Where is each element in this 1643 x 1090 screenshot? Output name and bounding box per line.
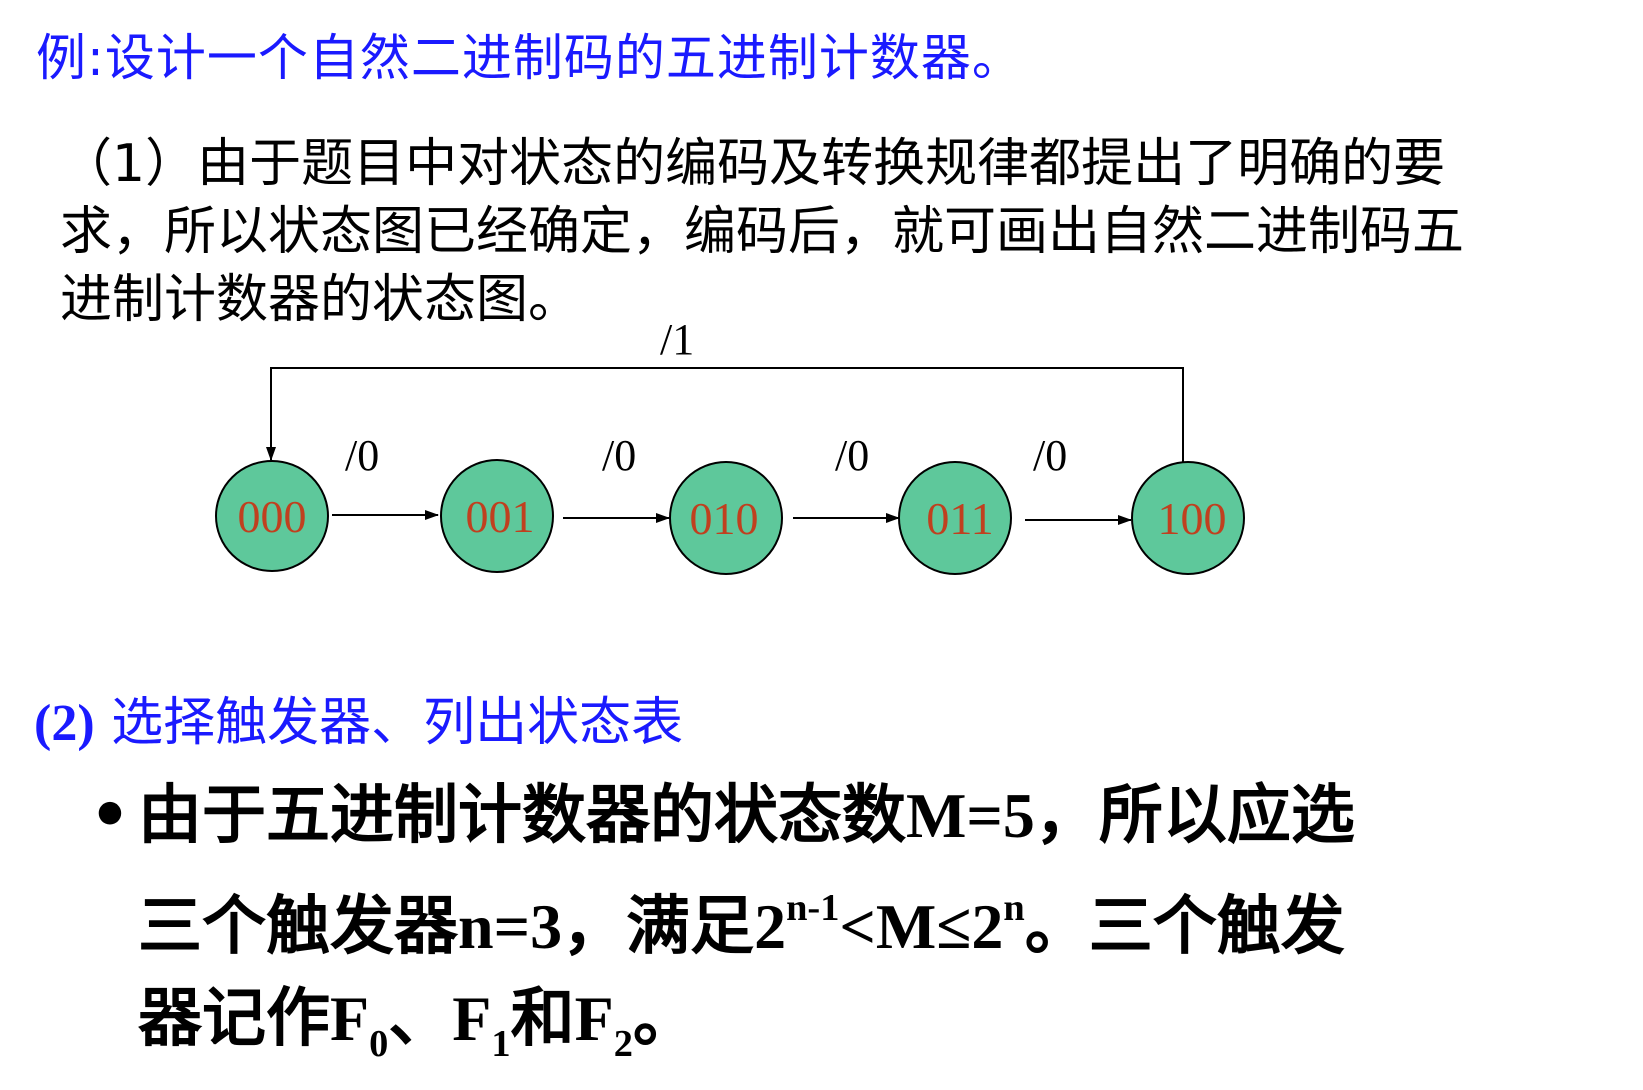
- feedback-arrow: /1: [266, 320, 1184, 463]
- state-label: 100: [1158, 493, 1227, 544]
- state-label: 010: [690, 493, 759, 544]
- step1-paragraph: （1）由于题目中对状态的编码及转换规律都提出了明确的要 求，所以状态图已经确定，…: [60, 130, 1620, 334]
- text: 三个触发器: [138, 890, 458, 964]
- state-label: 000: [238, 491, 307, 542]
- bullet-line-1: 由于五进制计数器的状态数M=5，所以应选: [138, 770, 1620, 862]
- formula-base: 2: [754, 891, 787, 962]
- formula-n: n=3: [458, 891, 563, 962]
- state-000: 000: [215, 460, 329, 572]
- flipflop-f2: F: [574, 983, 614, 1054]
- bullet-item: • 由于五进制计数器的状态数M=5，所以应选 三个触发器n=3，满足2n-1<M…: [80, 770, 1620, 1090]
- state-010: 010: [669, 461, 783, 575]
- text: 由于五进制计数器的状态数: [138, 779, 906, 853]
- subscript: 1: [491, 1023, 511, 1065]
- step1-line: 求，所以状态图已经确定，编码后，就可画出自然二进制码五: [60, 202, 1465, 262]
- state-label: 001: [466, 491, 535, 542]
- transition-label: /0: [602, 431, 636, 480]
- state-011: 011: [898, 461, 1012, 575]
- step1-line: 进制计数器的状态图。: [60, 270, 581, 330]
- text: 。: [632, 982, 697, 1056]
- text: ，满足: [562, 890, 755, 964]
- step2-prefix: (2): [34, 695, 95, 752]
- transition-2: /0: [793, 431, 900, 523]
- bullet-line-3: 器记作F0、F1和F2。: [138, 973, 1620, 1090]
- formula-inequality: <M≤2: [839, 891, 1004, 962]
- transition-label: /0: [1033, 431, 1067, 480]
- formula-m: M=5: [906, 780, 1035, 851]
- transition-1: /0: [563, 431, 670, 523]
- flipflop-f1: F: [452, 983, 492, 1054]
- formula-exponent: n-1: [786, 887, 840, 929]
- transition-label: /0: [345, 431, 379, 480]
- flipflop-f0: F: [330, 983, 370, 1054]
- subscript: 2: [613, 1023, 633, 1065]
- feedback-label: /1: [660, 320, 694, 364]
- text: 和: [510, 982, 575, 1056]
- transition-3: /0: [1025, 431, 1132, 525]
- formula-exponent: n: [1003, 887, 1025, 929]
- step1-line: （1）由于题目中对状态的编码及转换规律都提出了明确的要: [60, 134, 1446, 194]
- state-001: 001: [440, 459, 554, 573]
- page-title: 例:设计一个自然二进制码的五进制计数器。: [36, 29, 1023, 87]
- bullet-icon: •: [89, 779, 131, 853]
- text: 、: [388, 982, 453, 1056]
- text: ，所以应选: [1034, 779, 1355, 853]
- text: 。三个触发: [1024, 890, 1345, 964]
- subscript: 0: [369, 1023, 389, 1065]
- step2-heading: (2) 选择触发器、列出状态表: [34, 680, 683, 755]
- state-label: 011: [926, 493, 993, 544]
- state-100: 100: [1131, 461, 1245, 575]
- transition-label: /0: [835, 431, 869, 480]
- transition-0: /0: [332, 431, 439, 520]
- state-diagram: /1 /0 /0 /0 /0 000 001 010 011 100: [215, 320, 1245, 575]
- text: 器记作: [138, 982, 330, 1056]
- bullet-line-2: 三个触发器n=3，满足2n-1<M≤2n。三个触发: [138, 862, 1620, 973]
- step2-heading-text: 选择触发器、列出状态表: [94, 693, 684, 753]
